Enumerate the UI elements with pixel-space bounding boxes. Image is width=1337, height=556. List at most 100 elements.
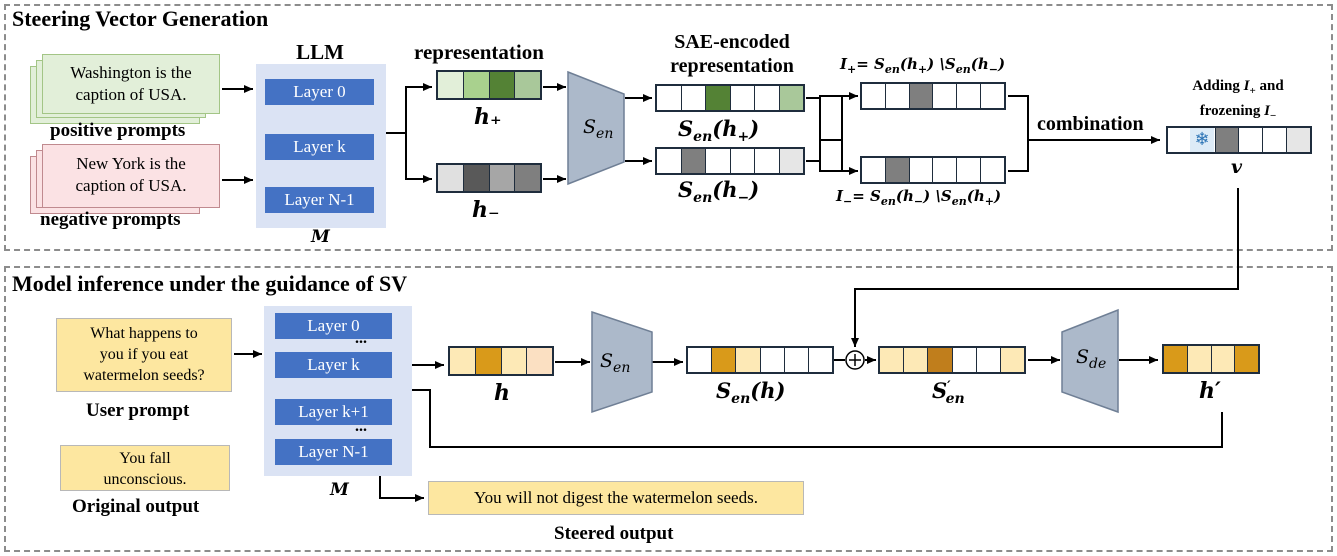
- sae-encoded-label: SAE-encoded representation: [670, 31, 794, 77]
- sen-h-vector-cell: [688, 348, 713, 372]
- sen-h-plus-vector-cell: [681, 86, 706, 110]
- h-plus-vector-cell: [515, 72, 540, 98]
- sen-h-label: Sen(h): [716, 378, 786, 408]
- steering-vector-v: [1166, 126, 1312, 154]
- negative-prompt-line1: New York is the: [76, 154, 186, 173]
- i-minus-formula: I−= Sen(h−) \Sen(h+): [836, 187, 1002, 208]
- h-vector-cell: [527, 348, 552, 374]
- encoder-label-bottom: Sen: [600, 350, 631, 376]
- i-minus-vector-cell: [957, 158, 982, 182]
- h-minus-vector-cell: [489, 165, 516, 191]
- sen-h-vector-cell: [784, 348, 809, 372]
- user-prompt-line1: What happens to: [90, 325, 198, 342]
- original-output-box: You fall unconscious.: [60, 445, 230, 491]
- model-symbol-bottom: M: [330, 480, 349, 500]
- representation-label: representation: [414, 40, 544, 64]
- h-vector-cell: [475, 348, 502, 374]
- steering-vector-v-cell: [1215, 128, 1240, 152]
- sen-h-plus-label: Sen(h+): [678, 116, 760, 146]
- dots-1: ...: [355, 330, 367, 347]
- h-prime-vector-cell: [1211, 346, 1236, 372]
- h-label: h: [494, 380, 510, 406]
- layer-k-bottom: Layer k: [275, 352, 392, 378]
- sen-h-vector-cell: [760, 348, 785, 372]
- i-minus-vector: [860, 156, 1006, 184]
- positive-prompt-card: Washington is the caption of USA.: [42, 54, 220, 114]
- layer-0-bottom: Layer 0: [275, 313, 392, 339]
- h-plus-label: h₊: [474, 104, 502, 130]
- i-plus-formula: I+= Sen(h+) \Sen(h−): [840, 55, 1006, 76]
- steering-vector-v-cell: [1239, 128, 1264, 152]
- sen-h-plus-vector-cell: [657, 86, 682, 110]
- sen-h-vector-cell: [736, 348, 761, 372]
- i-minus-vector-cell: [981, 158, 1004, 182]
- h-minus-label: h₋: [472, 197, 500, 223]
- negative-prompt-line2: caption of USA.: [75, 176, 187, 195]
- sen-h-vector: [686, 346, 834, 374]
- steering-vector-v-cell: [1287, 128, 1310, 152]
- steering-vector-panel: [4, 4, 1333, 251]
- h-prime-label: h′: [1199, 378, 1221, 404]
- layer-0-top: Layer 0: [265, 79, 374, 105]
- layer-k-top: Layer k: [265, 134, 374, 160]
- snowflake-icon: ❄: [1190, 128, 1214, 152]
- sen-h-plus-vector-cell: [779, 86, 803, 110]
- sen-h-plus-vector: [655, 84, 805, 112]
- sen-h-minus-vector: [655, 147, 805, 175]
- encoder-trapezoid-top: [567, 70, 625, 186]
- sen-h-plus-vector-cell: [706, 86, 731, 110]
- sen-h-vector-cell: [712, 348, 737, 372]
- s-prime-en-label: S′en: [932, 378, 965, 408]
- s-prime-en-vector-cell: [1000, 348, 1025, 372]
- user-prompt-label: User prompt: [86, 400, 190, 421]
- positive-prompts-label: positive prompts: [50, 120, 186, 141]
- sen-h-plus-vector-cell: [755, 86, 780, 110]
- h-minus-vector: [436, 163, 542, 193]
- i-minus-vector-cell: [885, 158, 910, 182]
- steered-output-label: Steered output: [554, 523, 674, 544]
- layer-n1-top: Layer N-1: [265, 187, 374, 213]
- sen-h-minus-vector-cell: [779, 149, 803, 173]
- original-output-line1: You fall: [119, 450, 171, 467]
- sen-h-minus-vector-cell: [657, 149, 682, 173]
- model-symbol-top: M: [311, 227, 330, 247]
- layer-k1-bottom: Layer k+1: [275, 399, 392, 425]
- decoder-label: Sde: [1076, 346, 1107, 372]
- v-symbol: v: [1231, 156, 1243, 178]
- i-plus-vector-cell: [933, 84, 958, 108]
- user-prompt-line3: watermelon seeds?: [83, 367, 205, 384]
- steering-vector-v-cell: [1263, 128, 1288, 152]
- i-plus-vector-cell: [909, 84, 934, 108]
- i-plus-vector-cell: [957, 84, 982, 108]
- h-vector-cell: [501, 348, 528, 374]
- i-minus-vector-cell: [862, 158, 886, 182]
- user-prompt-box: What happens to you if you eat watermelo…: [56, 318, 232, 392]
- i-plus-vector-cell: [862, 84, 886, 108]
- top-panel-title: Steering Vector Generation: [12, 6, 269, 31]
- positive-prompt-line2: caption of USA.: [75, 85, 187, 104]
- h-minus-vector-cell: [515, 165, 540, 191]
- sen-h-minus-vector-cell: [706, 149, 731, 173]
- inference-panel: [4, 266, 1333, 552]
- h-plus-vector-cell: [463, 72, 490, 98]
- i-minus-vector-cell: [933, 158, 958, 182]
- sen-h-minus-label: Sen(h−): [678, 177, 760, 207]
- i-minus-vector-cell: [909, 158, 934, 182]
- original-output-line2: unconscious.: [103, 471, 187, 488]
- sen-h-minus-vector-cell: [755, 149, 780, 173]
- s-prime-en-vector: [878, 346, 1026, 374]
- adding-frozening-label: Adding I+ and frozening I−: [1192, 78, 1284, 122]
- h-prime-vector-cell: [1164, 346, 1188, 372]
- i-plus-vector: [860, 82, 1006, 110]
- bottom-panel-title: Model inference under the guidance of SV: [12, 271, 408, 296]
- dots-2: ...: [355, 418, 367, 435]
- negative-prompt-card: New York is the caption of USA.: [42, 144, 220, 208]
- negative-prompts-label: negative prompts: [40, 209, 181, 230]
- sen-h-vector-cell: [808, 348, 833, 372]
- h-plus-vector: [436, 70, 542, 100]
- sen-h-plus-vector-cell: [730, 86, 755, 110]
- s-prime-en-vector-cell: [976, 348, 1001, 372]
- s-prime-en-vector-cell: [880, 348, 905, 372]
- h-vector: [448, 346, 554, 376]
- h-prime-vector-cell: [1235, 346, 1258, 372]
